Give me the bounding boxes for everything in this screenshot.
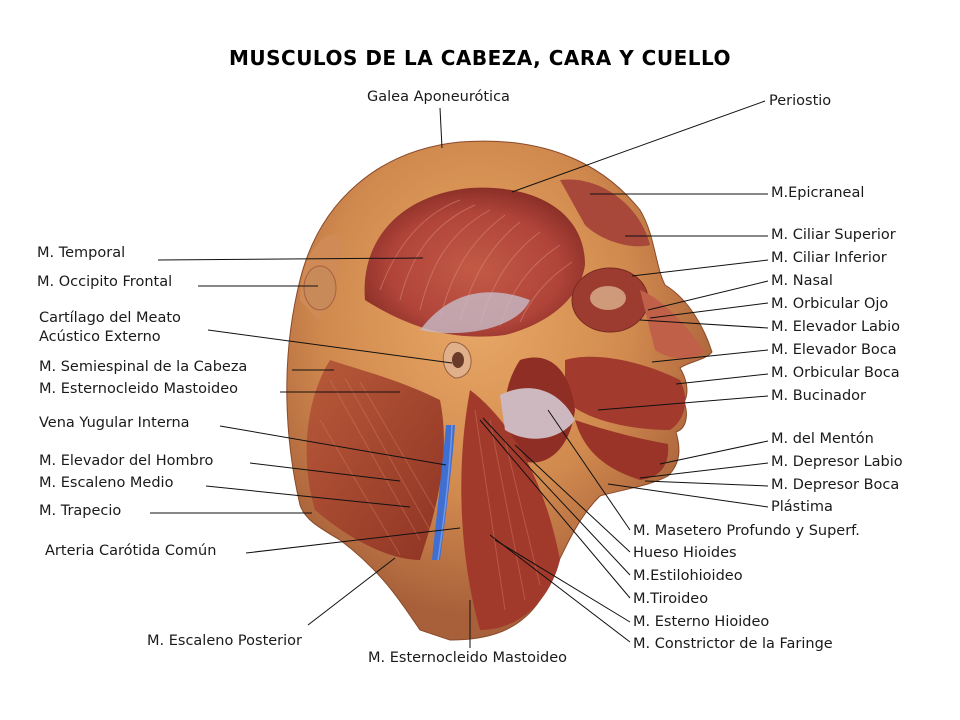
label-ciliar-superior: M. Ciliar Superior [771, 227, 896, 243]
leader-lines [150, 100, 769, 648]
label-esternocleido-left: M. Esternocleido Mastoideo [39, 381, 238, 397]
label-depresor-labio: M. Depresor Labio [771, 454, 903, 470]
label-escaleno-medio: M. Escaleno Medio [39, 475, 174, 491]
label-yugular: Vena Yugular Interna [39, 415, 190, 431]
label-elevador-boca: M. Elevador Boca [771, 342, 897, 358]
label-depresor-boca: M. Depresor Boca [771, 477, 900, 493]
label-periostio: Periostio [769, 93, 832, 109]
label-esternocleido-bottom: M. Esternocleido Mastoideo [368, 650, 567, 666]
label-cartilago-2: Acústico Externo [39, 329, 161, 345]
label-orbicular-ojo: M. Orbicular Ojo [771, 296, 889, 312]
ear [442, 341, 472, 379]
label-hioides: Hueso Hioides [633, 545, 737, 561]
label-temporal: M. Temporal [37, 245, 126, 261]
label-epicraneal: M.Epicraneal [771, 185, 865, 201]
label-plastima: Plástima [771, 499, 833, 515]
diagram-title: MUSCULOS DE LA CABEZA, CARA Y CUELLO [228, 46, 732, 70]
label-semiespinal: M. Semiespinal de la Cabeza [39, 359, 248, 375]
neck-muscles [306, 360, 575, 630]
label-masetero: M. Masetero Profundo y Superf. [633, 523, 860, 539]
label-nasal: M. Nasal [771, 273, 833, 289]
label-elevador-hombro: M. Elevador del Hombro [39, 453, 214, 469]
label-trapecio: M. Trapecio [39, 503, 122, 519]
ear-back [303, 265, 337, 311]
label-tiroideo: M.Tiroideo [633, 591, 709, 607]
label-estilohioideo: M.Estilohioideo [633, 568, 743, 584]
label-cartilago-1: Cartílago del Meato [39, 310, 181, 326]
label-orbicular-boca: M. Orbicular Boca [771, 365, 900, 381]
label-occipito: M. Occipito Frontal [37, 274, 173, 290]
temporal-muscle [364, 187, 585, 337]
epicranial-muscle [560, 179, 650, 247]
label-carotida: Arteria Carótida Común [45, 543, 217, 559]
label-galea: Galea Aponeurótica [367, 89, 510, 105]
label-bucinador: M. Bucinador [771, 388, 866, 404]
label-menton: M. del Mentón [771, 431, 874, 447]
label-ciliar-inferior: M. Ciliar Inferior [771, 250, 887, 266]
label-escaleno-posterior: M. Escaleno Posterior [147, 633, 303, 649]
label-constrictor: M. Constrictor de la Faringe [633, 636, 833, 652]
label-elevador-labio: M. Elevador Labio [771, 319, 901, 335]
label-esterno-hioideo: M. Esterno Hioideo [633, 614, 770, 630]
